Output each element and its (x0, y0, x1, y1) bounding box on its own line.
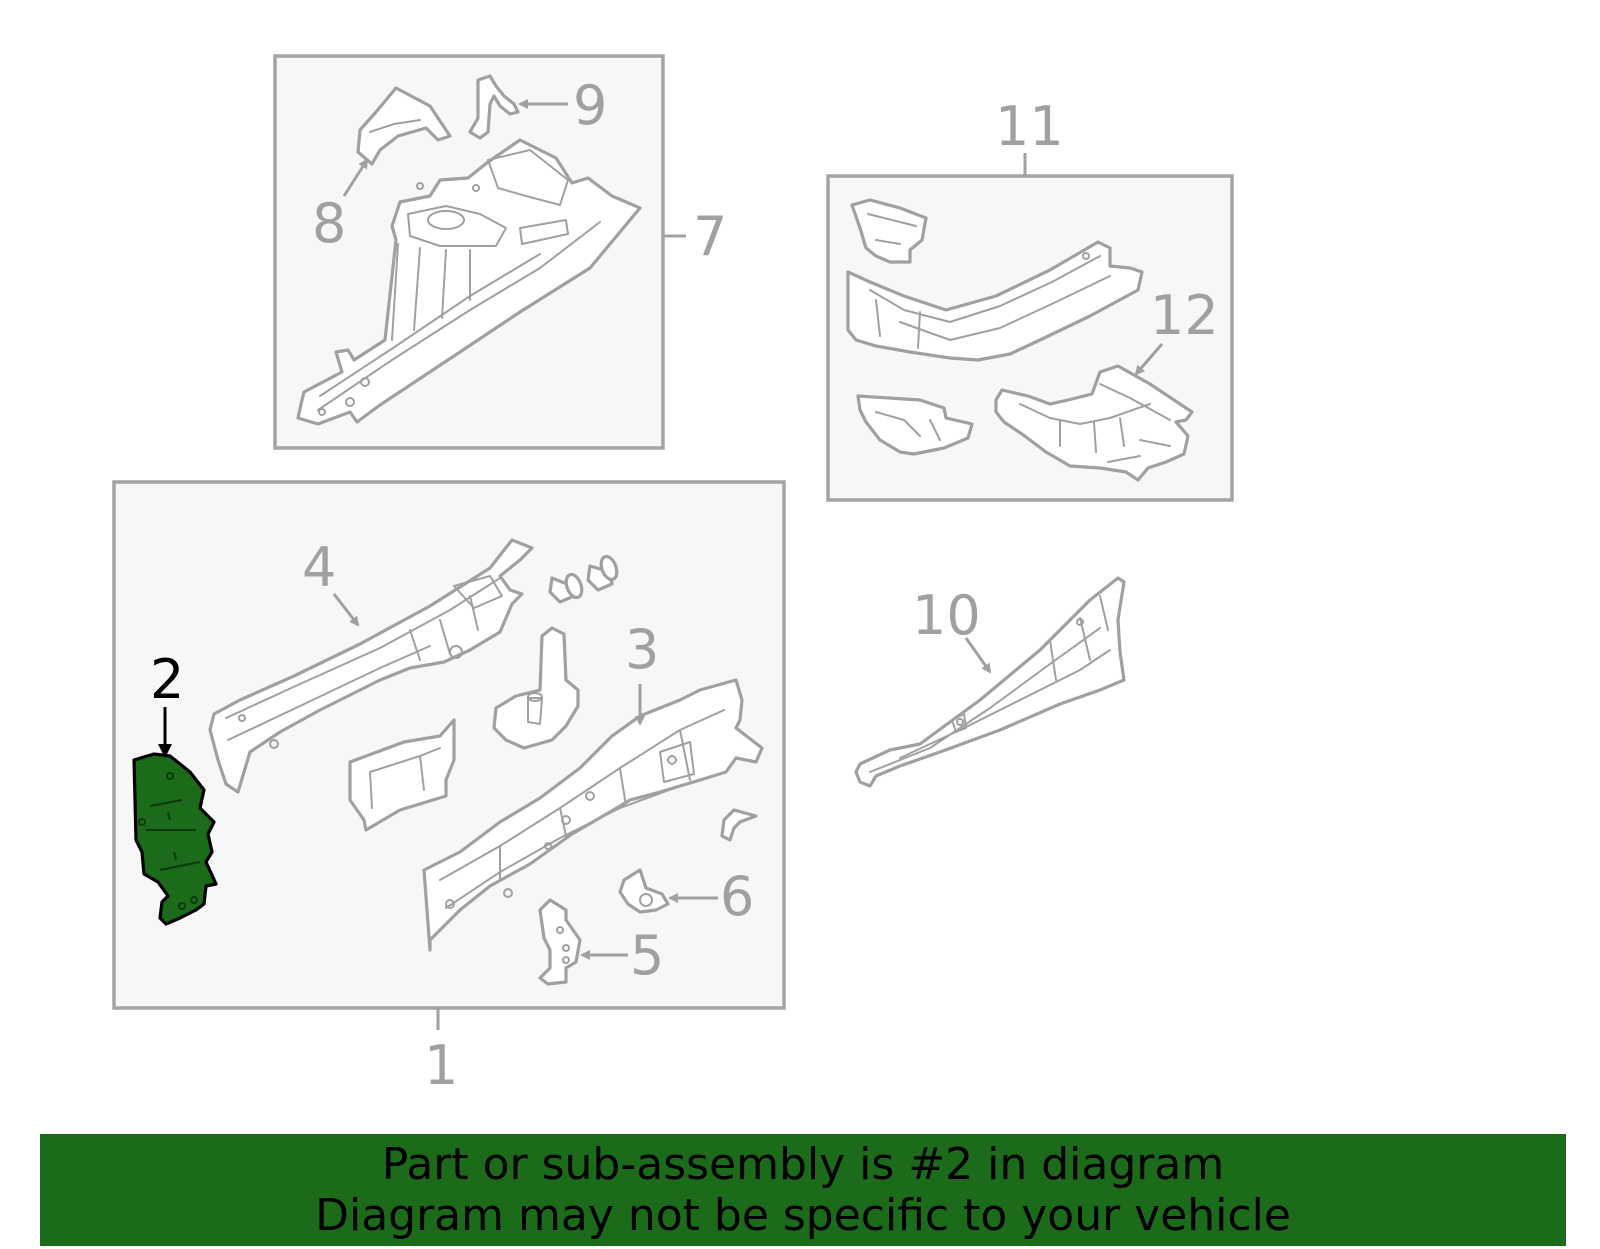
callout-4: 4 (302, 536, 336, 599)
part-3-small-clip[interactable] (720, 808, 758, 842)
callout-5: 5 (630, 924, 664, 987)
part-3-bracket[interactable] (492, 626, 580, 750)
banner-line-1: Part or sub-assembly is #2 in diagram (381, 1139, 1225, 1190)
callout-10: 10 (912, 584, 981, 647)
part-5-bracket[interactable] (538, 898, 582, 986)
part-8-bracket[interactable] (356, 86, 452, 166)
part-10-side-member[interactable] (854, 576, 1126, 788)
callout-7: 7 (693, 205, 727, 268)
part-3-inner-rail[interactable] (422, 678, 764, 952)
part-11-upper-bracket[interactable] (850, 198, 928, 264)
part-11-lower-bracket[interactable] (856, 394, 974, 456)
part-9-clip[interactable] (468, 74, 520, 140)
part-11-rail[interactable] (846, 240, 1144, 362)
part-4-lower-bracket[interactable] (348, 718, 456, 832)
info-banner: Part or sub-assembly is #2 in diagram Di… (40, 1134, 1566, 1246)
part-4-front-rail[interactable] (208, 538, 534, 794)
callout-8: 8 (312, 192, 346, 255)
callout-1: 1 (424, 1034, 458, 1097)
leader-8 (342, 158, 369, 197)
part-4-bolts[interactable] (548, 554, 620, 604)
leader-4 (332, 593, 360, 627)
callout-3: 3 (625, 618, 659, 681)
banner-line-2: Diagram may not be specific to your vehi… (315, 1190, 1291, 1241)
part-12-rear-member[interactable] (994, 364, 1194, 482)
part-6-bracket[interactable] (618, 868, 670, 914)
callout-2: 2 (150, 648, 184, 711)
callout-12: 12 (1150, 284, 1219, 347)
callout-6: 6 (720, 865, 754, 928)
leader-12 (1134, 343, 1164, 376)
part-7-rear-apron[interactable] (296, 138, 642, 426)
part-2-highlighted-bracket[interactable] (132, 752, 218, 926)
callout-11: 11 (995, 95, 1064, 158)
leader-10 (964, 637, 992, 674)
callout-9: 9 (573, 74, 607, 137)
